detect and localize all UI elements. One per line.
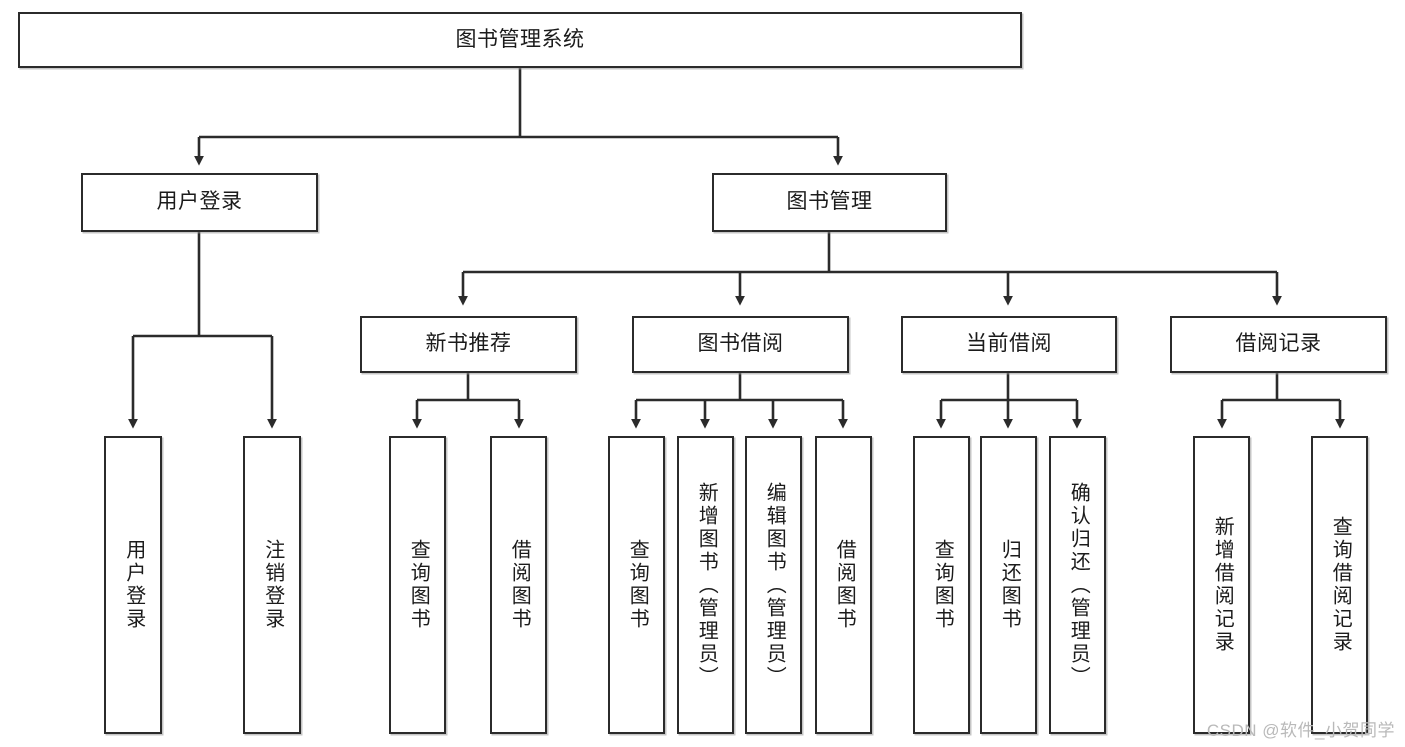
leaf-user-login[interactable]: 用户登录	[104, 436, 162, 734]
node-borrow-record[interactable]: 借阅记录	[1170, 316, 1387, 373]
node-label: 查询借阅记录	[1329, 516, 1352, 654]
node-label: 查询图书	[407, 539, 430, 631]
edge-book-borrow-to-leaves	[631, 373, 848, 429]
node-label: 当前借阅	[966, 332, 1052, 356]
leaf-add-book[interactable]: 新增图书（管理员）	[677, 436, 734, 734]
node-current-borrow[interactable]: 当前借阅	[901, 316, 1117, 373]
node-label: 图书管理	[786, 190, 873, 214]
leaf-borrow-book-2[interactable]: 借阅图书	[815, 436, 872, 734]
leaf-logout[interactable]: 注销登录	[243, 436, 301, 734]
node-label: 用户登录	[156, 190, 243, 214]
edge-new-book-recommend-to-leaves	[412, 373, 524, 429]
leaf-edit-book[interactable]: 编辑图书（管理员）	[745, 436, 802, 734]
edge-user-login-to-leaves	[128, 232, 277, 429]
edge-book-manage-to-level2	[458, 232, 1282, 306]
leaf-query-book-1[interactable]: 查询图书	[389, 436, 446, 734]
leaf-query-book-2[interactable]: 查询图书	[608, 436, 665, 734]
node-book-manage[interactable]: 图书管理	[712, 173, 947, 232]
edge-borrow-record-to-leaves	[1217, 373, 1345, 429]
node-label: 新书推荐	[425, 332, 512, 356]
node-root-system[interactable]: 图书管理系统	[18, 12, 1022, 68]
node-label: 用户登录	[122, 539, 145, 631]
node-label: 图书借阅	[697, 332, 784, 356]
node-new-book-recommend[interactable]: 新书推荐	[360, 316, 577, 373]
node-label: 查询图书	[626, 539, 649, 631]
leaf-borrow-book-1[interactable]: 借阅图书	[490, 436, 547, 734]
node-label: 图书管理系统	[455, 27, 585, 51]
node-user-login[interactable]: 用户登录	[81, 173, 318, 232]
edge-root-to-level1	[194, 68, 843, 166]
node-label: 新增借阅记录	[1211, 516, 1234, 654]
node-label: 查询图书	[931, 539, 954, 631]
edge-current-borrow-to-leaves	[936, 373, 1082, 429]
node-label: 新增图书（管理员）	[695, 481, 718, 689]
leaf-confirm-return[interactable]: 确认归还（管理员）	[1049, 436, 1106, 734]
leaf-add-record[interactable]: 新增借阅记录	[1193, 436, 1250, 734]
node-label: 借阅图书	[833, 539, 856, 631]
node-label: 归还图书	[998, 539, 1021, 631]
node-book-borrow[interactable]: 图书借阅	[632, 316, 849, 373]
leaf-query-record[interactable]: 查询借阅记录	[1311, 436, 1368, 734]
leaf-return-book[interactable]: 归还图书	[980, 436, 1037, 734]
leaf-query-book-3[interactable]: 查询图书	[913, 436, 970, 734]
node-label: 借阅图书	[508, 539, 531, 631]
node-label: 编辑图书（管理员）	[763, 481, 786, 689]
node-label: 注销登录	[261, 539, 284, 631]
node-label: 确认归还（管理员）	[1067, 481, 1090, 689]
node-label: 借阅记录	[1235, 332, 1322, 356]
